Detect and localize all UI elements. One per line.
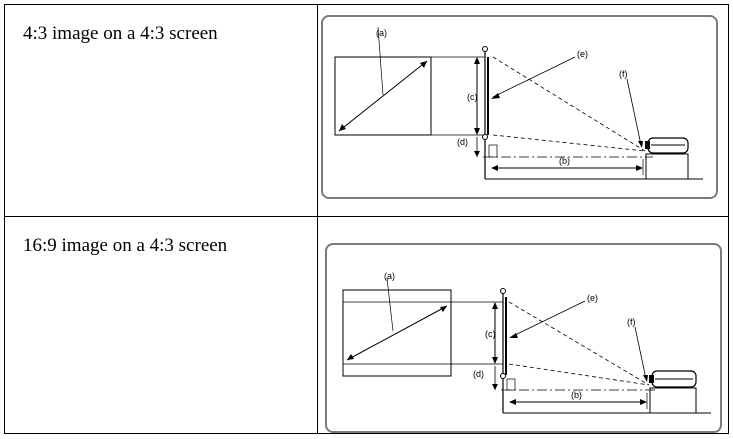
row-2-caption: 16:9 image on a 4:3 screen xyxy=(23,235,228,256)
label-f: (f) xyxy=(619,69,628,79)
projection-table: 4:3 image on a 4:3 screen 16:9 image on … xyxy=(4,4,729,434)
label-e: (e) xyxy=(587,293,598,303)
projection-diagram-1: (a) (c) (d) (b xyxy=(334,26,703,180)
label-d: (d) xyxy=(473,369,484,379)
image-rect xyxy=(342,289,452,377)
label-c: (c) xyxy=(467,92,478,102)
screen-surface xyxy=(487,57,489,135)
projector-icon xyxy=(649,370,697,414)
image-rect xyxy=(334,56,432,136)
label-e: (e) xyxy=(577,49,588,59)
screen-surface xyxy=(505,297,507,375)
row-divider xyxy=(5,216,728,217)
projection-diagram-2: (a) (c) (d) (b xyxy=(342,271,711,414)
label-c: (c) xyxy=(485,329,496,339)
label-a: (a) xyxy=(376,28,387,38)
row-1-caption: 4:3 image on a 4:3 screen xyxy=(23,23,218,44)
label-a: (a) xyxy=(384,271,395,281)
label-d: (d) xyxy=(457,137,468,147)
label-f: (f) xyxy=(627,317,636,327)
projector-icon xyxy=(645,137,689,180)
label-b: (b) xyxy=(559,156,570,166)
column-divider xyxy=(317,5,318,433)
label-b: (b) xyxy=(571,390,582,400)
diagram-16-9-on-4-3: (a) (c) (d) (b xyxy=(325,243,722,433)
diagram-4-3-on-4-3: (a) (c) (d) (b xyxy=(321,15,718,199)
